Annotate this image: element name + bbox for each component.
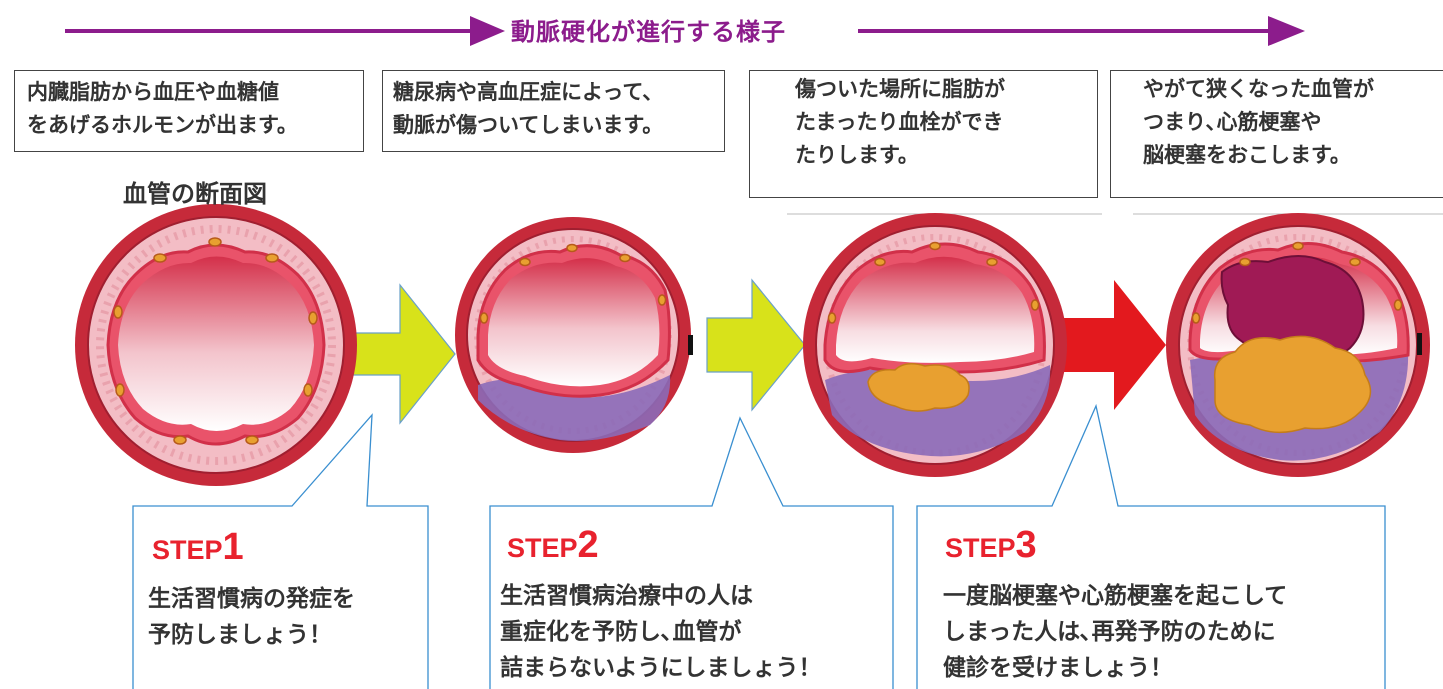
step-3-title: STEP3 bbox=[945, 524, 1037, 567]
vessel-cross-section-1 bbox=[75, 204, 357, 486]
arrow-right-icon bbox=[346, 283, 456, 425]
step-2-title: STEP2 bbox=[507, 524, 599, 567]
step-word: STEP bbox=[507, 533, 578, 563]
step-number: 3 bbox=[1015, 524, 1037, 566]
stage-text-line: つまり､心筋梗塞や bbox=[1143, 110, 1322, 134]
stage-text-line: 動脈が傷ついてしまいます。 bbox=[393, 113, 664, 137]
stage-description-3: 傷ついた場所に脂肪が たまったり血栓ができ たりします。 bbox=[749, 70, 1098, 198]
step-word: STEP bbox=[945, 533, 1016, 563]
step-text-line: 生活習慣病治療中の人は bbox=[500, 583, 753, 609]
stage-text-line: 脳梗塞をおこします。 bbox=[1143, 143, 1351, 167]
step-text-line: 重症化を予防し､血管が bbox=[500, 619, 742, 645]
step-text-line: 予防しましょう！ bbox=[148, 622, 332, 648]
step-text-line: 生活習慣病の発症を bbox=[148, 586, 355, 612]
stage-description-4: やがて狭くなった血管が つまり､心筋梗塞や 脳梗塞をおこします。 bbox=[1110, 70, 1443, 198]
vessel-cross-section-4 bbox=[1166, 213, 1430, 477]
step-text-line: 一度脳梗塞や心筋梗塞を起こして bbox=[943, 583, 1288, 609]
step-word: STEP bbox=[152, 535, 223, 565]
arrow-right-icon bbox=[706, 278, 806, 412]
stage-text-line: をあげるホルモンが出ます。 bbox=[27, 113, 298, 137]
arrow-right-icon bbox=[1062, 280, 1166, 410]
arrow-right-icon bbox=[1268, 16, 1305, 46]
step-number: 1 bbox=[222, 526, 244, 568]
stage-text-line: 傷ついた場所に脂肪が bbox=[795, 77, 1005, 101]
step-3-body: 一度脳梗塞や心筋梗塞を起こして しまった人は､再発予防のために 健診を受けましょ… bbox=[943, 578, 1287, 686]
step-2-body: 生活習慣病治療中の人は 重症化を予防し､血管が 詰まらないようにしましょう！ bbox=[500, 578, 822, 686]
step-text-line: 健診を受けましょう！ bbox=[943, 655, 1173, 681]
stage-text-line: たりします。 bbox=[795, 143, 919, 167]
stage-description-2: 糖尿病や高血圧症によって、 動脈が傷ついてしまいます。 bbox=[382, 70, 725, 152]
section-title: 血管の断面図 bbox=[123, 180, 267, 208]
progress-arrow bbox=[65, 16, 1305, 46]
step-text-line: しまった人は､再発予防のために bbox=[943, 619, 1276, 645]
stage-text-line: 糖尿病や高血圧症によって、 bbox=[393, 80, 664, 104]
stage-text-line: たまったり血栓ができ bbox=[795, 110, 1004, 134]
callout-lines bbox=[132, 403, 1386, 689]
arrow-right-icon bbox=[470, 16, 505, 46]
stage-description-1: 内臓脂肪から血圧や血糖値 をあげるホルモンが出ます。 bbox=[14, 70, 364, 152]
vessel-cross-section-2 bbox=[455, 217, 693, 453]
diagram-title: 動脈硬化が進行する様子 bbox=[505, 12, 792, 47]
step-1-body: 生活習慣病の発症を 予防しましょう！ bbox=[148, 581, 355, 653]
step-1-title: STEP1 bbox=[152, 526, 244, 569]
stage-text-line: やがて狭くなった血管が bbox=[1143, 77, 1374, 101]
stage-text-line: 内臓脂肪から血圧や血糖値 bbox=[27, 80, 279, 104]
step-number: 2 bbox=[577, 524, 599, 566]
step-text-line: 詰まらないようにしましょう！ bbox=[500, 655, 822, 681]
vessel-cross-section-3 bbox=[803, 213, 1067, 477]
